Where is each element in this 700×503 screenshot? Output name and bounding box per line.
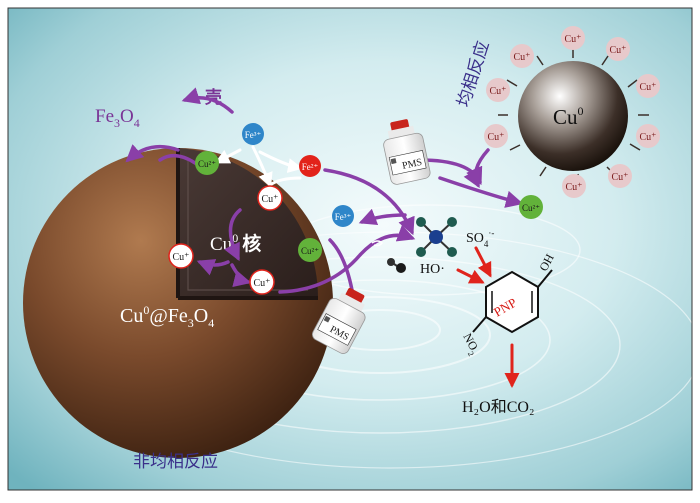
- cu-fe3o4-particle: [23, 148, 333, 458]
- np-label: Cu0: [553, 104, 584, 129]
- ion-fe3-mid: Fe³⁺: [332, 205, 354, 227]
- svg-text:Cu⁺: Cu⁺: [640, 132, 657, 143]
- ion-cuplus-core-left: Cu⁺: [168, 243, 194, 269]
- ion-cu2-core: Cu²⁺: [195, 151, 219, 175]
- svg-text:Cu⁺: Cu⁺: [488, 132, 505, 143]
- cu0-nanoparticle: Cu0: [498, 48, 649, 185]
- ring-ion-9: Cu⁺: [510, 44, 534, 68]
- svg-text:Cu²⁺: Cu²⁺: [522, 203, 540, 213]
- composite-label: Cu0@Fe3O4: [120, 303, 214, 330]
- svg-text:Fe²⁺: Fe²⁺: [302, 162, 319, 172]
- heterogeneous-label: 非均相反应: [133, 452, 218, 472]
- ring-ion-4: Cu⁺: [636, 124, 660, 148]
- so4-label: SO4·-: [466, 228, 494, 249]
- svg-text:Fe³⁺: Fe³⁺: [245, 130, 262, 140]
- so4-radical-molecule: [416, 217, 457, 257]
- products-label: H₂O和CO₂: [462, 398, 535, 416]
- ring-ion-7: Cu⁺: [484, 124, 508, 148]
- ring-ion-1: Cu⁺: [561, 26, 585, 50]
- svg-text:Cu⁺: Cu⁺: [640, 82, 657, 93]
- ho-label: HO·: [420, 262, 445, 277]
- svg-text:Cu⁺: Cu⁺: [610, 45, 627, 56]
- pms-bottle-bottom: PMS: [312, 287, 366, 354]
- ring-ion-5: Cu⁺: [608, 164, 632, 188]
- ion-cu2-edge: Cu²⁺: [298, 238, 322, 262]
- svg-text:Cu⁺: Cu⁺: [514, 52, 531, 63]
- purple-arrows: [125, 87, 524, 294]
- ring-ion-2: Cu⁺: [606, 37, 630, 61]
- ring-ion-6: Cu⁺: [562, 174, 586, 198]
- ion-fe3-top: Fe³⁺: [242, 123, 264, 145]
- svg-text:Cu²⁺: Cu²⁺: [301, 246, 319, 256]
- svg-text:Cu⁺: Cu⁺: [565, 34, 582, 45]
- svg-text:PMS: PMS: [401, 157, 423, 172]
- ho-radical-molecule: [387, 258, 406, 273]
- small-swirl-icon: [371, 240, 383, 247]
- svg-text:Cu⁺: Cu⁺: [490, 86, 507, 97]
- svg-text:Cu⁺: Cu⁺: [173, 252, 190, 263]
- svg-text:Cu²⁺: Cu²⁺: [198, 159, 216, 169]
- svg-text:Cu⁺: Cu⁺: [262, 194, 279, 205]
- ion-cuplus-core-bottom: Cu⁺: [249, 269, 275, 295]
- ion-fe2-top: Fe²⁺: [299, 155, 321, 177]
- ion-cu2-released: Cu²⁺: [519, 195, 543, 219]
- pms-bottle-top: PMS: [383, 119, 431, 185]
- cu-plus-ring: Cu⁺ Cu⁺ Cu⁺ Cu⁺ Cu⁺ Cu⁺ Cu⁺ Cu⁺ Cu⁺: [484, 26, 660, 198]
- frame-border: [7, 7, 693, 491]
- red-arrows: [456, 246, 520, 388]
- ion-cuplus-core-top: Cu⁺: [257, 185, 283, 211]
- svg-text:Cu⁺: Cu⁺: [612, 172, 629, 183]
- ring-ion-8: Cu⁺: [486, 78, 510, 102]
- svg-text:Fe³⁺: Fe³⁺: [335, 212, 352, 222]
- ring-ion-3: Cu⁺: [636, 74, 660, 98]
- svg-text:Cu⁺: Cu⁺: [254, 278, 271, 289]
- svg-text:Cu⁺: Cu⁺: [566, 182, 583, 193]
- fe3o4-label: Fe3O4: [95, 106, 140, 130]
